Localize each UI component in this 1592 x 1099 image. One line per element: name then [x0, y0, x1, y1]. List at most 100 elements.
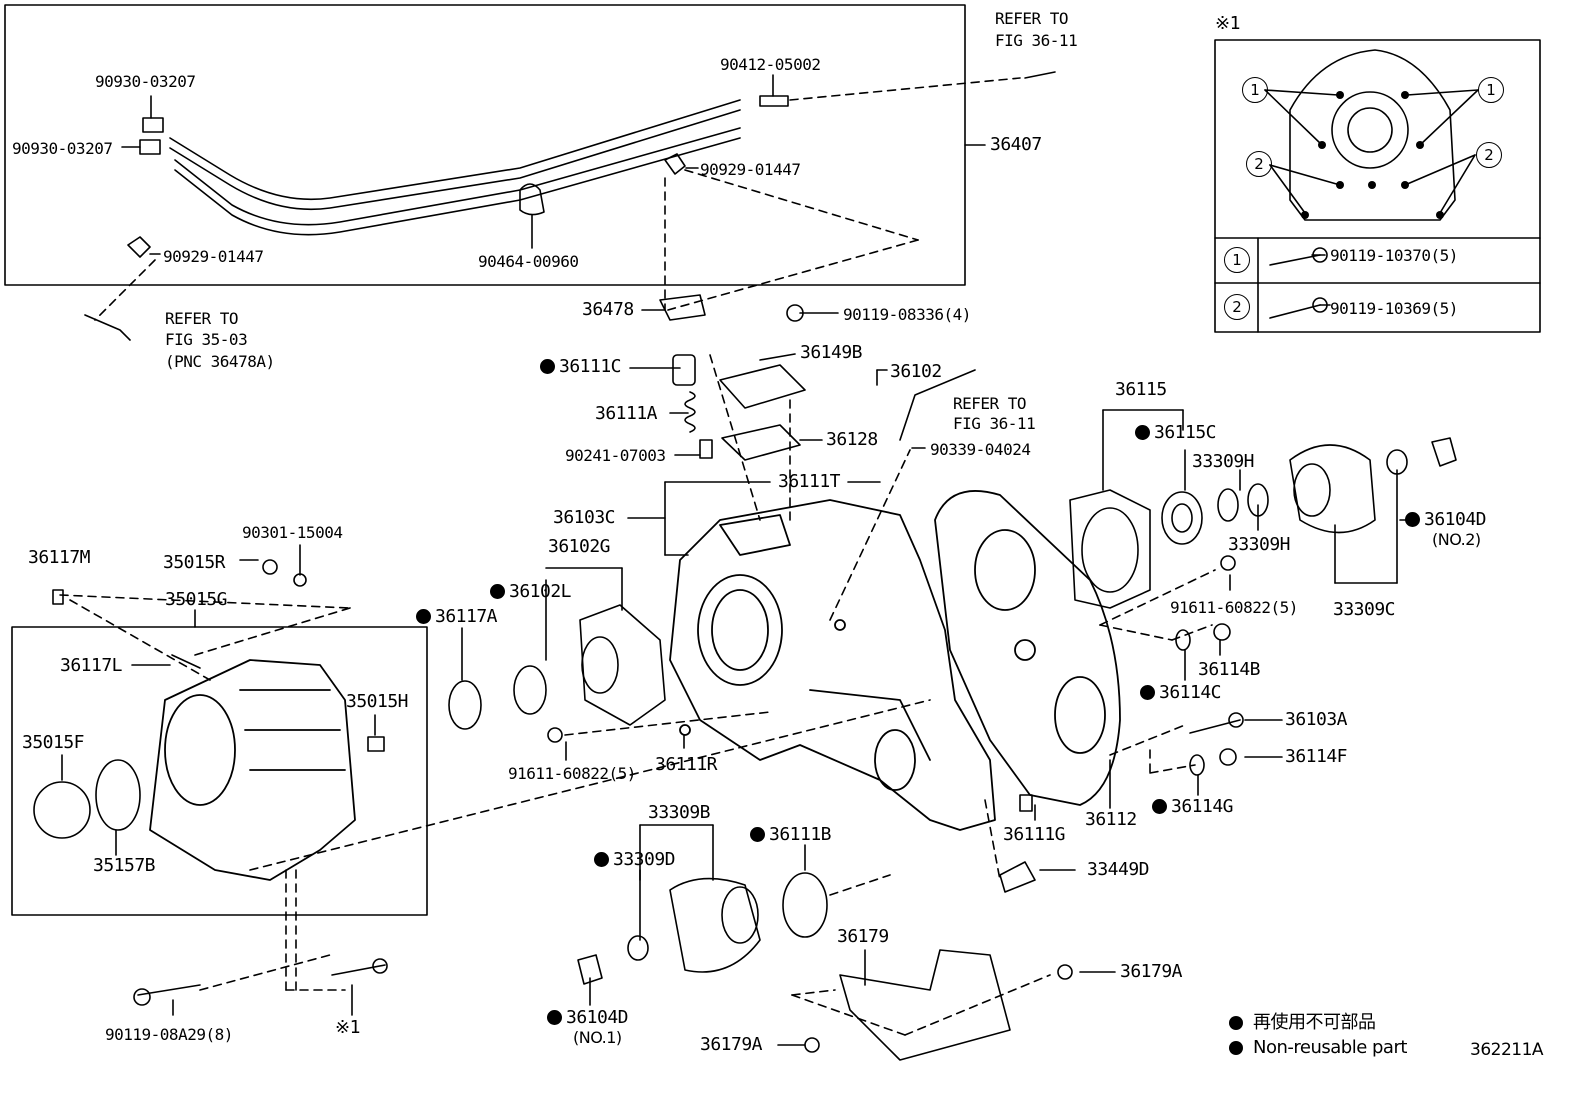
oil-seal-36115C — [1161, 491, 1203, 545]
nut-36104D-front — [577, 954, 603, 985]
part-36114F[interactable]: 36114F — [1285, 746, 1348, 767]
bearing-36102L — [513, 665, 547, 715]
part-33309D[interactable]: 33309D — [594, 850, 676, 870]
part-33309H-a[interactable]: 33309H — [1192, 451, 1255, 472]
extension-housing — [1069, 489, 1151, 609]
part-35015F[interactable]: 35015F — [22, 732, 85, 753]
leader-lines — [61, 74, 1411, 1046]
part-36149B[interactable]: 36149B — [800, 342, 863, 363]
part-36104D-no1-note: (NO.1) — [573, 1028, 622, 1047]
part-36115[interactable]: 36115 — [1115, 379, 1167, 400]
part-36179A-bottom[interactable]: 36179A — [700, 1034, 763, 1055]
clip-center — [519, 183, 545, 216]
part-33309C[interactable]: 33309C — [1333, 599, 1396, 620]
part-90241-07003[interactable]: 90241-07003 — [565, 446, 666, 465]
refer-fig-35-03-line3[interactable]: (PNC 36478A) — [165, 352, 275, 371]
part-90119-08336[interactable]: 90119-08336(4) — [843, 305, 971, 324]
cover-36149B — [719, 364, 806, 409]
inset-row-2-number: 2 — [1224, 294, 1250, 320]
part-35015R[interactable]: 35015R — [163, 552, 226, 573]
part-90339-04024[interactable]: 90339-04024 — [930, 440, 1031, 459]
part-36111R[interactable]: 36111R — [655, 754, 718, 775]
part-90119-10370[interactable]: 90119-10370(5) — [1330, 246, 1458, 265]
refer-fig-36-11-top-line1[interactable]: REFER TO — [995, 9, 1069, 28]
part-36179A-right[interactable]: 36179A — [1120, 961, 1183, 982]
part-33309B[interactable]: 33309B — [648, 802, 711, 823]
part-35015G[interactable]: 35015G — [165, 589, 228, 610]
part-36111C[interactable]: 36111C — [540, 357, 622, 377]
part-36103C[interactable]: 36103C — [553, 507, 616, 528]
part-90930-03207-b[interactable]: 90930-03207 — [12, 139, 113, 158]
part-90929-01447-b[interactable]: 90929-01447 — [163, 247, 264, 266]
part-36115C[interactable]: 36115C — [1135, 423, 1217, 443]
dashed-guides — [59, 77, 1216, 1036]
part-35015H[interactable]: 35015H — [346, 691, 409, 712]
companion-flange-front — [669, 877, 761, 973]
rear-cover — [934, 490, 1121, 806]
part-36103A[interactable]: 36103A — [1285, 709, 1348, 730]
part-36111T[interactable]: 36111T — [778, 471, 841, 492]
note-mark-bottom: ※1 — [335, 1017, 360, 1038]
part-90930-03207-a[interactable]: 90930-03207 — [95, 72, 196, 91]
part-36112[interactable]: 36112 — [1085, 809, 1137, 830]
part-36111A[interactable]: 36111A — [595, 403, 658, 424]
part-36117L[interactable]: 36117L — [60, 655, 123, 676]
part-91611-60822-a[interactable]: 91611-60822(5) — [508, 764, 636, 783]
center-case — [669, 499, 996, 831]
inset-frame — [1214, 39, 1541, 333]
part-91611-60822-b[interactable]: 91611-60822(5) — [1170, 598, 1298, 617]
refer-fig-35-03-line2[interactable]: FIG 35-03 — [165, 330, 248, 349]
legend-non-reusable-en: Non-reusable part — [1253, 1037, 1407, 1058]
part-36111B[interactable]: 36111B — [750, 825, 832, 845]
part-90412-05002[interactable]: 90412-05002 — [720, 55, 821, 74]
part-90119-10369[interactable]: 90119-10369(5) — [1330, 299, 1458, 318]
front-output-housing — [579, 604, 666, 726]
inset-callout-2-right: 2 — [1476, 142, 1502, 168]
gasket-36128 — [721, 424, 801, 461]
part-90464-00960[interactable]: 90464-00960 — [478, 252, 579, 271]
part-90301-15004[interactable]: 90301-15004 — [242, 523, 343, 542]
part-36128[interactable]: 36128 — [826, 429, 878, 450]
part-36104D-no2[interactable]: 36104D — [1405, 510, 1487, 530]
ref-connector — [84, 314, 131, 341]
inset-callout-1-left: 1 — [1242, 77, 1268, 103]
seal-36117A — [448, 680, 482, 730]
companion-flange-rear — [1289, 444, 1376, 534]
part-36104D-no2-note: (NO.2) — [1432, 530, 1481, 549]
protector-36179 — [839, 949, 1011, 1061]
refer-fig-36-11-mid-line1[interactable]: REFER TO — [953, 394, 1027, 413]
tube-assembly — [169, 99, 741, 236]
spring-36111A — [684, 391, 696, 433]
front-case-frame — [11, 626, 428, 916]
part-36117M[interactable]: 36117M — [28, 547, 91, 568]
refer-fig-36-11-mid-line2[interactable]: FIG 36-11 — [953, 414, 1036, 433]
inset-row-1-number: 1 — [1224, 247, 1250, 273]
seal-35157B — [95, 759, 141, 831]
part-90119-08A29[interactable]: 90119-08A29(8) — [105, 1025, 233, 1044]
part-90929-01447-a[interactable]: 90929-01447 — [700, 160, 801, 179]
part-33309H-b[interactable]: 33309H — [1228, 534, 1291, 555]
part-36102L[interactable]: 36102L — [490, 582, 572, 602]
part-35157B[interactable]: 35157B — [93, 855, 156, 876]
seal-36111B — [782, 872, 828, 938]
inset-case-drawing — [1264, 49, 1479, 221]
part-36111G[interactable]: 36111G — [1003, 824, 1066, 845]
diagram-id: 362211A — [1470, 1040, 1544, 1060]
part-36179[interactable]: 36179 — [837, 926, 889, 947]
part-36114B[interactable]: 36114B — [1198, 659, 1261, 680]
part-36114C[interactable]: 36114C — [1140, 683, 1222, 703]
part-36104D-no1[interactable]: 36104D — [547, 1008, 629, 1028]
plug-36111C — [672, 354, 696, 386]
refer-fig-35-03-line1[interactable]: REFER TO — [165, 309, 239, 328]
part-33449D[interactable]: 33449D — [1087, 859, 1150, 880]
part-36102[interactable]: 36102 — [890, 361, 942, 382]
refer-fig-36-11-top-line2[interactable]: FIG 36-11 — [995, 31, 1078, 50]
part-36117A[interactable]: 36117A — [416, 607, 498, 627]
part-36478[interactable]: 36478 — [582, 299, 634, 320]
part-36102G[interactable]: 36102G — [548, 536, 611, 557]
part-36407[interactable]: 36407 — [990, 134, 1042, 155]
bolts — [52, 247, 1328, 1053]
bracket-36478 — [659, 294, 706, 321]
part-36114G[interactable]: 36114G — [1152, 797, 1234, 817]
